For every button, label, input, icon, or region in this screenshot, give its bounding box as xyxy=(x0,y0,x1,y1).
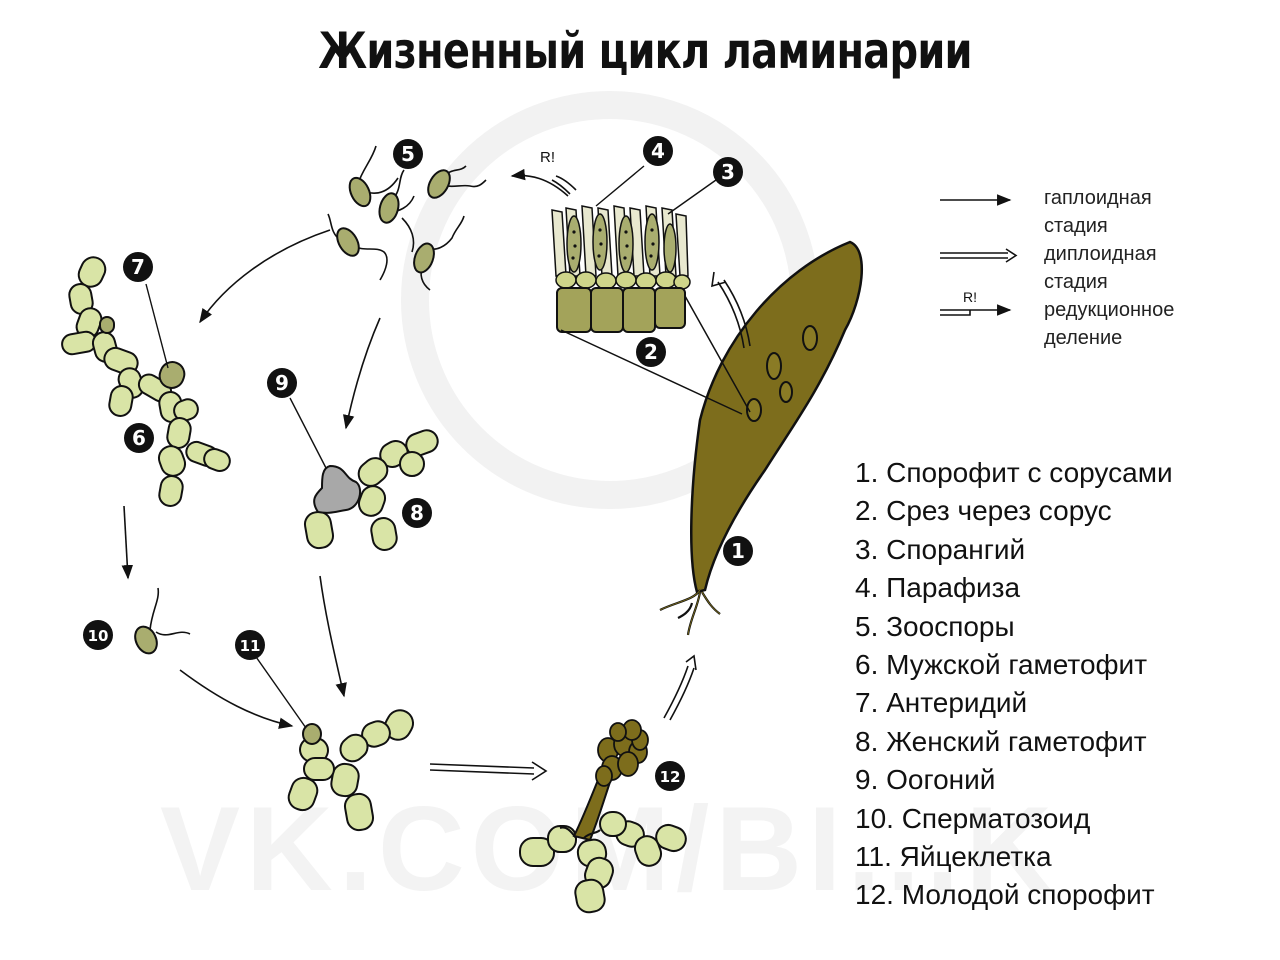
list-item: 9. Оогоний xyxy=(855,764,996,796)
diploid-arrows xyxy=(429,175,751,781)
pointer-lines xyxy=(145,165,717,729)
badge-4-label: 4 xyxy=(651,139,665,163)
badge-9: 9 xyxy=(267,368,297,398)
badge-9-label: 9 xyxy=(275,371,289,395)
badge-11: 11 xyxy=(235,630,265,660)
list-item: 2. Срез через сорус xyxy=(855,495,1112,527)
list-item: 1. Спорофит с сорусами xyxy=(855,457,1173,488)
list-item: 11. Яйцеклетка xyxy=(855,841,1052,873)
badge-5-label: 5 xyxy=(401,142,415,166)
badge-10-label: 10 xyxy=(88,627,109,645)
legend-reduction-line-1: редукционное xyxy=(1044,299,1175,321)
badge-7-label: 7 xyxy=(131,255,145,279)
haploid-arrows xyxy=(121,168,569,729)
list-item: 5. Зооспоры xyxy=(855,610,1015,642)
legend-diploid-line-2: стадия xyxy=(1044,271,1108,293)
badge-3-label: 3 xyxy=(721,160,735,184)
badge-5: 5 xyxy=(393,139,423,169)
list-item: 7. Антеридий xyxy=(855,687,1028,719)
badge-2: 2 xyxy=(636,337,666,367)
zoospores xyxy=(327,145,487,291)
legend-reduction-line-2: деление xyxy=(1044,327,1123,349)
badge-12: 12 xyxy=(655,761,685,791)
badge-2-label: 2 xyxy=(644,340,658,364)
badge-6: 6 xyxy=(124,423,154,453)
sporophyte xyxy=(659,240,863,636)
page-title: Жизненный цикл ламинарии xyxy=(318,22,972,80)
list-item: 8. Женский гаметофит xyxy=(855,725,1147,757)
list-item: 10. Сперматозоид xyxy=(855,802,1091,834)
list-item: 4. Парафиза xyxy=(855,572,1021,604)
female-gametophyte xyxy=(303,429,439,551)
badge-10: 10 xyxy=(83,620,113,650)
sorus-section xyxy=(551,205,751,415)
legend-haploid-line-1: гаплоидная xyxy=(1044,187,1152,209)
young-sporophyte xyxy=(519,719,687,914)
badge-11-label: 11 xyxy=(240,637,261,655)
stage-list: 1. Спорофит с сорусами 2. Срез через сор… xyxy=(855,454,1173,915)
legend-reduction-arrow xyxy=(940,304,1012,316)
legend-diploid-line-1: диплоидная xyxy=(1044,243,1157,265)
male-gametophyte xyxy=(61,256,231,507)
legend-diploid-arrow xyxy=(940,248,1018,263)
badge-4: 4 xyxy=(643,136,673,166)
badge-8-label: 8 xyxy=(410,501,424,525)
spermatozoid xyxy=(134,587,191,655)
badge-1-label: 1 xyxy=(731,539,745,563)
legend-diploid: диплоидная стадия xyxy=(1044,240,1157,296)
list-item: 6. Мужской гаметофит xyxy=(855,649,1148,681)
legend-haploid: гаплоидная стадия xyxy=(1044,184,1152,240)
list-item: 3. Спорангий xyxy=(855,533,1026,565)
badge-7: 7 xyxy=(123,252,153,282)
egg-gametophyte xyxy=(287,709,414,832)
badge-8: 8 xyxy=(402,498,432,528)
badge-1: 1 xyxy=(723,536,753,566)
legend-reduction-mark: R! xyxy=(963,289,977,305)
legend-haploid-line-2: стадия xyxy=(1044,215,1108,237)
list-item: 12. Молодой спорофит xyxy=(855,879,1155,911)
legend-reduction: редукционное деление xyxy=(1044,296,1174,352)
reduction-mark: R! xyxy=(540,149,555,166)
badge-3: 3 xyxy=(713,157,743,187)
badge-6-label: 6 xyxy=(132,426,146,450)
badge-12-label: 12 xyxy=(660,768,681,786)
